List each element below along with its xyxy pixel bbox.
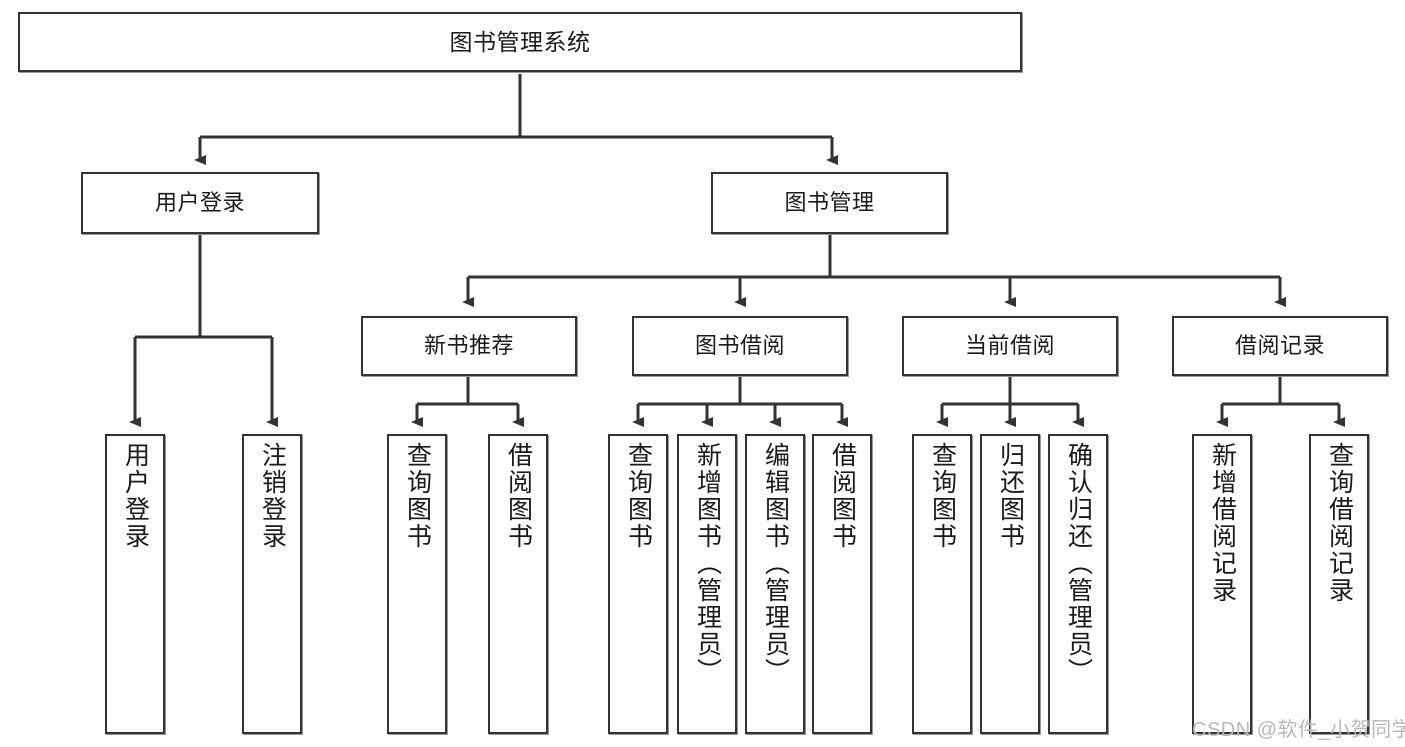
- node-label: 用户登录: [121, 442, 150, 550]
- node-label: 确认归还（管理员）: [1064, 442, 1093, 685]
- leaf-borrow-book[interactable]: 借阅图书: [812, 434, 872, 734]
- node-label: 新书推荐: [423, 333, 514, 359]
- node-label: 新增借阅记录: [1208, 442, 1237, 604]
- node-borrow-records[interactable]: 借阅记录: [1172, 316, 1388, 376]
- node-label: 用户登录: [154, 190, 245, 216]
- leaf-user-logout[interactable]: 注销登录: [242, 434, 302, 734]
- node-label: 图书管理: [784, 190, 875, 216]
- node-new-book-recommendation[interactable]: 新书推荐: [361, 316, 577, 376]
- leaf-add-book-admin[interactable]: 新增图书（管理员）: [677, 434, 737, 734]
- node-label: 图书管理系统: [449, 28, 591, 55]
- node-label: 当前借阅: [964, 333, 1055, 359]
- node-label: 归还图书: [996, 442, 1025, 550]
- leaf-query-book-current[interactable]: 查询图书: [912, 434, 972, 734]
- leaf-edit-book-admin[interactable]: 编辑图书（管理员）: [745, 434, 805, 734]
- leaf-return-book[interactable]: 归还图书: [980, 434, 1040, 734]
- node-label: 借阅记录: [1234, 333, 1325, 359]
- node-current-borrowing[interactable]: 当前借阅: [902, 316, 1118, 376]
- node-label: 编辑图书（管理员）: [761, 442, 790, 685]
- node-label: 查询图书: [403, 442, 432, 550]
- leaf-query-book-recommendation[interactable]: 查询图书: [387, 434, 447, 734]
- node-label: 借阅图书: [504, 442, 533, 550]
- node-label: 借阅图书: [828, 442, 857, 550]
- node-book-management-system[interactable]: 图书管理系统: [18, 12, 1022, 72]
- leaf-query-book-borrowing[interactable]: 查询图书: [608, 434, 668, 734]
- node-label: 查询图书: [928, 442, 957, 550]
- node-book-borrowing[interactable]: 图书借阅: [632, 316, 848, 376]
- node-user-login[interactable]: 用户登录: [81, 172, 319, 234]
- node-label: 新增图书（管理员）: [693, 442, 722, 685]
- node-label: 查询借阅记录: [1325, 442, 1354, 604]
- node-label: 注销登录: [258, 442, 287, 550]
- leaf-borrow-book-recommendation[interactable]: 借阅图书: [488, 434, 548, 734]
- leaf-add-borrow-record[interactable]: 新增借阅记录: [1192, 434, 1252, 734]
- leaf-user-login[interactable]: 用户登录: [105, 434, 165, 734]
- leaf-confirm-return-admin[interactable]: 确认归还（管理员）: [1048, 434, 1108, 734]
- leaf-query-borrow-record[interactable]: 查询借阅记录: [1309, 434, 1369, 734]
- node-label: 查询图书: [624, 442, 653, 550]
- node-book-management[interactable]: 图书管理: [711, 172, 948, 234]
- node-label: 图书借阅: [694, 333, 785, 359]
